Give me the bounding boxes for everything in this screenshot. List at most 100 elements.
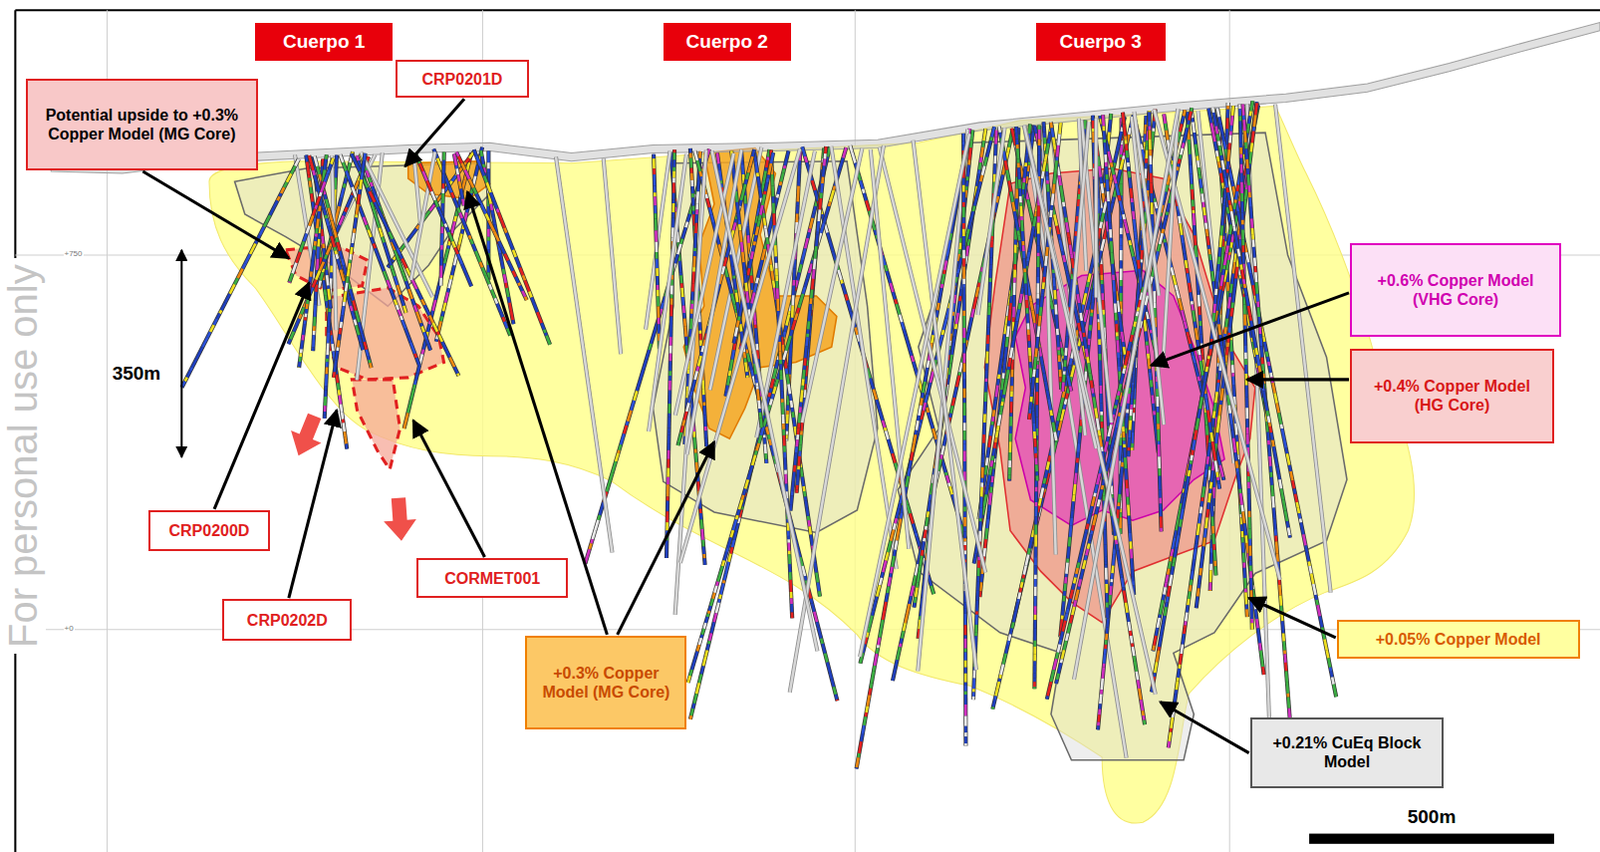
assay-interval	[800, 406, 801, 413]
assay-interval	[758, 176, 761, 187]
assay-interval	[812, 268, 814, 279]
assay-interval	[300, 348, 302, 353]
assay-interval	[820, 193, 822, 199]
assay-interval	[318, 280, 321, 288]
assay-interval	[751, 369, 754, 376]
assay-interval	[772, 393, 774, 399]
assay-interval	[752, 149, 755, 157]
assay-interval	[809, 303, 811, 310]
assay-interval	[344, 431, 346, 437]
assay-interval	[391, 265, 393, 269]
assay-interval	[325, 373, 327, 386]
assay-interval	[691, 658, 695, 670]
assay-interval	[801, 385, 802, 391]
assay-interval	[349, 260, 350, 264]
assay-interval	[585, 548, 590, 561]
assay-interval	[945, 472, 947, 476]
assay-interval	[785, 158, 788, 166]
assay-interval	[525, 296, 528, 300]
assay-interval	[693, 266, 694, 272]
assay-interval	[686, 336, 688, 346]
assay-interval	[668, 443, 669, 451]
assay-interval	[415, 373, 418, 381]
assay-interval	[670, 345, 671, 354]
assay-interval	[503, 268, 505, 275]
assay-interval	[764, 434, 765, 438]
assay-interval	[304, 320, 306, 325]
assay-interval	[783, 423, 784, 430]
assay-interval	[416, 156, 418, 160]
assay-interval	[786, 484, 787, 493]
assay-interval	[670, 326, 671, 337]
assay-interval	[315, 283, 316, 292]
assay-interval	[793, 294, 795, 305]
assay-interval	[824, 146, 826, 154]
assay-interval	[928, 412, 931, 419]
assay-interval	[822, 166, 824, 178]
assay-interval	[759, 187, 762, 199]
assay-interval	[754, 241, 756, 246]
assay-interval	[699, 317, 700, 322]
assay-interval	[323, 208, 326, 215]
assay-interval	[400, 315, 402, 320]
assay-interval	[324, 415, 325, 419]
assay-interval	[788, 523, 789, 532]
assay-interval	[326, 367, 327, 375]
assay-interval	[817, 582, 819, 592]
assay-interval	[774, 225, 775, 230]
assay-interval	[773, 279, 775, 287]
assay-interval	[773, 196, 774, 203]
assay-interval	[780, 181, 782, 186]
assay-interval	[327, 285, 328, 289]
assay-interval	[327, 170, 329, 175]
assay-interval	[725, 392, 727, 397]
assay-interval	[766, 459, 767, 464]
assay-interval	[691, 303, 692, 309]
assay-interval	[793, 285, 794, 296]
assay-interval	[673, 178, 674, 184]
assay-interval	[305, 313, 306, 318]
assay-interval	[301, 340, 303, 350]
assay-interval	[657, 267, 658, 276]
assay-interval	[451, 274, 453, 279]
assay-interval	[436, 289, 438, 295]
assay-interval	[683, 305, 685, 314]
assay-interval	[366, 225, 369, 231]
assay-interval	[346, 276, 348, 283]
assay-interval	[696, 214, 697, 223]
assay-interval	[799, 423, 800, 429]
assay-interval	[797, 439, 799, 447]
assay-interval	[687, 379, 688, 387]
assay-interval	[590, 538, 592, 543]
assay-interval	[400, 294, 403, 301]
assay-interval	[776, 257, 777, 264]
assay-interval	[747, 371, 748, 375]
assay-interval	[797, 434, 799, 440]
assay-interval	[798, 202, 799, 207]
assay-interval	[488, 237, 489, 242]
assay-interval	[325, 389, 326, 397]
assay-interval	[461, 229, 463, 235]
assay-interval	[693, 206, 694, 212]
assay-interval	[798, 196, 799, 203]
assay-interval	[727, 276, 730, 284]
assay-interval	[355, 214, 356, 218]
assay-interval	[325, 385, 326, 390]
assay-interval	[862, 189, 864, 194]
assay-interval	[772, 174, 774, 187]
assay-interval	[788, 395, 789, 405]
assay-interval	[518, 282, 520, 286]
assay-interval	[334, 177, 336, 190]
assay-interval	[836, 699, 837, 701]
assay-interval	[626, 421, 628, 426]
assay-interval	[692, 703, 694, 709]
assay-interval	[673, 171, 674, 179]
assay-interval	[759, 400, 761, 409]
assay-interval	[312, 346, 313, 351]
assay-interval	[757, 343, 759, 350]
assay-interval	[668, 468, 669, 478]
assay-interval	[792, 305, 794, 318]
assay-interval	[783, 414, 784, 424]
assay-interval	[693, 211, 694, 215]
assay-interval	[706, 443, 707, 447]
